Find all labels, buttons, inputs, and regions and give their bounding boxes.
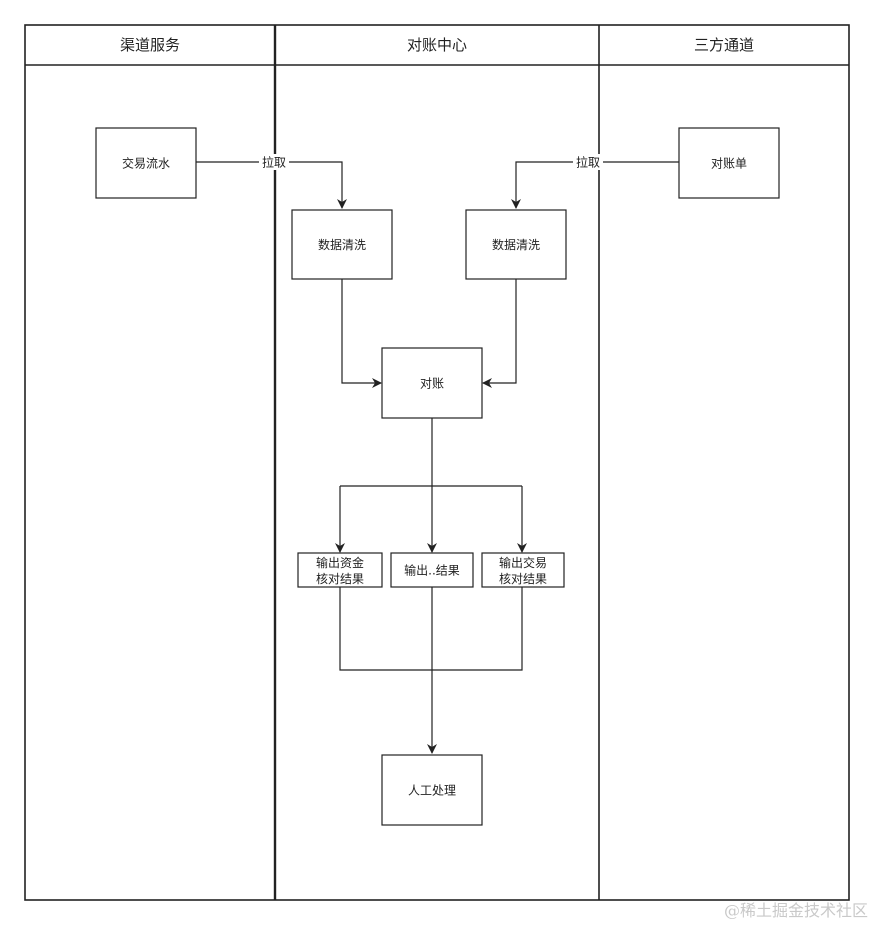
node-out-fund-line2: 核对结果 bbox=[316, 572, 364, 586]
node-manual[interactable]: 人工处理 bbox=[381, 754, 483, 826]
edge-trade-flow-to-clean-left bbox=[196, 161, 347, 209]
node-clean-left-label: 数据清洗 bbox=[318, 237, 366, 252]
lane-border-outer bbox=[24, 24, 850, 901]
node-reconcile-label: 对账 bbox=[420, 377, 444, 391]
node-trade-flow[interactable]: 交易流水 bbox=[95, 127, 197, 199]
node-statement[interactable]: 对账单 bbox=[678, 127, 780, 199]
node-clean-right-label: 数据清洗 bbox=[492, 237, 540, 252]
edge-clean-left-to-reconcile bbox=[341, 279, 382, 388]
edges bbox=[196, 161, 679, 754]
node-out-result-label: 输出..结果 bbox=[404, 563, 460, 578]
lane-title-recon: 对账中心 bbox=[407, 36, 467, 54]
node-out-trade-line2: 核对结果 bbox=[499, 572, 547, 586]
node-out-trade[interactable]: 输出交易 核对结果 bbox=[481, 552, 565, 588]
node-manual-label: 人工处理 bbox=[408, 784, 456, 798]
node-trade-flow-label: 交易流水 bbox=[122, 156, 170, 171]
node-out-result[interactable]: 输出..结果 bbox=[390, 552, 474, 588]
node-clean-right[interactable]: 数据清洗 bbox=[465, 209, 567, 280]
node-clean-left[interactable]: 数据清洗 bbox=[291, 209, 393, 280]
node-out-fund[interactable]: 输出资金 核对结果 bbox=[297, 552, 383, 588]
lane-title-thirdparty: 三方通道 bbox=[694, 36, 754, 54]
edge-statement-to-clean-right bbox=[511, 161, 679, 209]
nodes: 交易流水 对账单 数据清洗 数据清洗 对账 输出资金 核对结果 输出..结果 bbox=[95, 127, 780, 826]
edge-label-pull-right: 拉取 bbox=[576, 155, 600, 170]
node-out-trade-line1: 输出交易 bbox=[499, 555, 547, 570]
edge-label-bg-pull-right bbox=[573, 154, 603, 170]
node-out-fund-line1: 输出资金 bbox=[316, 555, 364, 570]
edge-label-bg-pull-left bbox=[259, 154, 289, 170]
swimlane-frame bbox=[24, 24, 850, 901]
node-statement-label: 对账单 bbox=[711, 157, 747, 171]
watermark: @稀土掘金技术社区 bbox=[724, 901, 868, 920]
node-reconcile[interactable]: 对账 bbox=[381, 347, 483, 419]
edge-label-pull-left: 拉取 bbox=[262, 155, 286, 170]
lane-title-channel: 渠道服务 bbox=[120, 36, 180, 54]
edge-clean-right-to-reconcile bbox=[482, 279, 517, 388]
edge-out-fund-to-merge bbox=[339, 587, 523, 671]
